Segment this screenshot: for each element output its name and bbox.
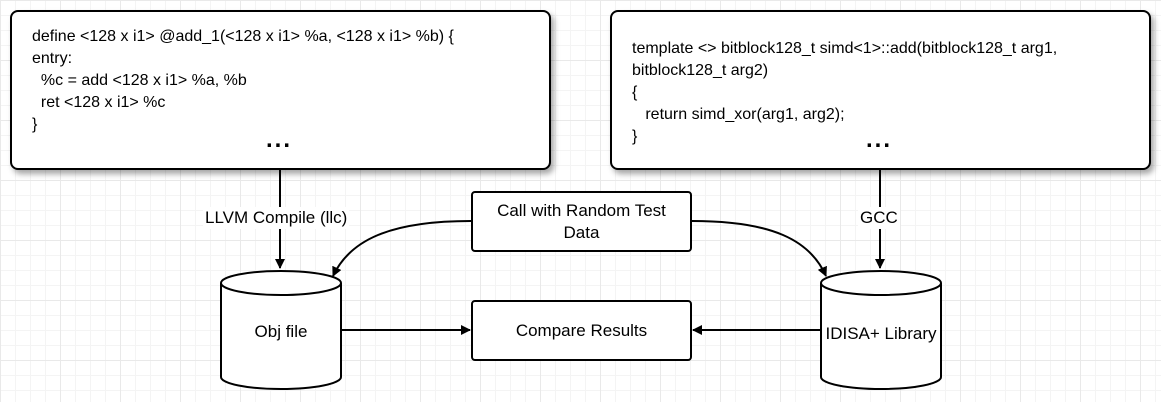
idisa-library-label: IDISA+ Library (825, 324, 937, 343)
cpp-code-line: template <> bitblock128_t simd<1>::add(b… (632, 40, 1058, 57)
obj-file-cylinder (220, 270, 342, 390)
llvm-code-line: %c = add <128 x i1> %a, %b (32, 72, 247, 89)
llvm-code-line: } (32, 116, 38, 133)
llvm-code-line: define <128 x i1> @add_1(<128 x i1> %a, … (32, 28, 454, 45)
cpp-code-line: bitblock128_t arg2) (632, 62, 769, 79)
cpp-code-line: return simd_xor(arg1, arg2); (632, 106, 845, 123)
llvm-ir-code-box: define <128 x i1> @add_1(<128 x i1> %a, … (10, 10, 551, 170)
cpp-code-line: } (632, 128, 638, 145)
call-random-test-data-box: Call with Random Test Data (471, 191, 692, 252)
cpp-code-line: { (632, 84, 638, 101)
idisa-library-cylinder (820, 270, 942, 390)
llvm-code-line: ret <128 x i1> %c (32, 94, 166, 111)
llvm-code-line: entry: (32, 50, 73, 67)
edge-call-to-obj (332, 220, 472, 277)
compare-results-label: Compare Results (515, 320, 648, 340)
cpp-code-box: template <> bitblock128_t simd<1>::add(b… (610, 10, 1151, 170)
gcc-label: GCC (858, 207, 900, 229)
cpp-code-ellipsis: ... (866, 126, 893, 153)
edge-call-to-lib (691, 220, 827, 277)
compare-results-box: Compare Results (471, 300, 692, 361)
call-random-test-data-label: Call with Random Test Data (497, 200, 666, 242)
llvm-compile-label: LLVM Compile (llc) (203, 207, 350, 229)
llvm-code-ellipsis: ... (266, 126, 293, 153)
obj-file-label: Obj file (254, 322, 308, 341)
